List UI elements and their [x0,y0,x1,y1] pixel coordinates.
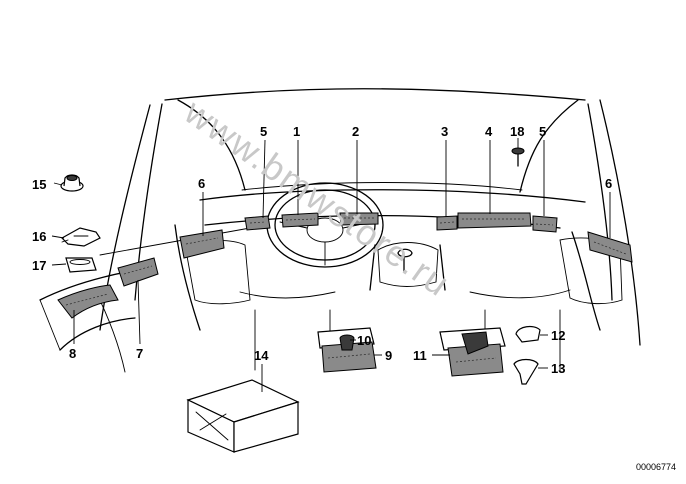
callout-4: 4 [485,124,493,139]
callout-8: 8 [69,346,76,361]
callout-12: 12 [551,328,565,343]
trim-kit-box-14 [186,379,300,453]
callout-9: 9 [385,348,392,363]
callout-6-right: 6 [605,176,612,191]
trim-strip-4 [457,212,532,229]
knob-12 [515,325,541,343]
trim-strip-3 [436,215,458,231]
callout-16: 16 [32,229,46,244]
callout-14: 14 [254,348,269,363]
callout-11: 11 [413,348,427,363]
trim-door-7 [117,257,159,287]
center-console-trim-11-12-13 [439,325,541,385]
trim-door-8 [57,284,119,319]
shift-console-trim-9-10 [317,327,377,373]
callout-2: 2 [352,124,359,139]
leader-lines [51,138,611,392]
callout-1: 1 [293,124,300,139]
callout-10: 10 [357,333,371,348]
trim-strip-1 [281,212,319,228]
callout-15: 15 [32,177,46,192]
trim-strip-5-right [532,215,558,233]
callout-13: 13 [551,361,565,376]
bracket-16 [61,227,101,247]
knob-13 [513,358,539,385]
callout-labels: 5 1 2 3 4 18 5 6 6 15 16 17 8 7 14 10 9 … [32,124,612,376]
callout-7: 7 [136,346,143,361]
callout-5-right: 5 [539,124,546,139]
screw-18 [511,147,525,167]
drawing-number: 00006774 [636,462,676,472]
callout-17: 17 [32,258,46,273]
callout-18: 18 [510,124,524,139]
clip-nut-15 [60,174,84,192]
callout-6-left: 6 [198,176,205,191]
dashboard-trim-pieces [244,212,558,233]
trim-strip-2 [339,212,379,226]
trim-door-6-left [179,229,225,259]
callout-5-left: 5 [260,124,267,139]
loose-clip-parts [60,174,101,273]
trim-strip-5-left [244,215,271,231]
callout-3: 3 [441,124,448,139]
cover-cap-17 [65,257,97,273]
trim-door-6-right [587,231,633,263]
door-trim-pieces [57,229,633,319]
